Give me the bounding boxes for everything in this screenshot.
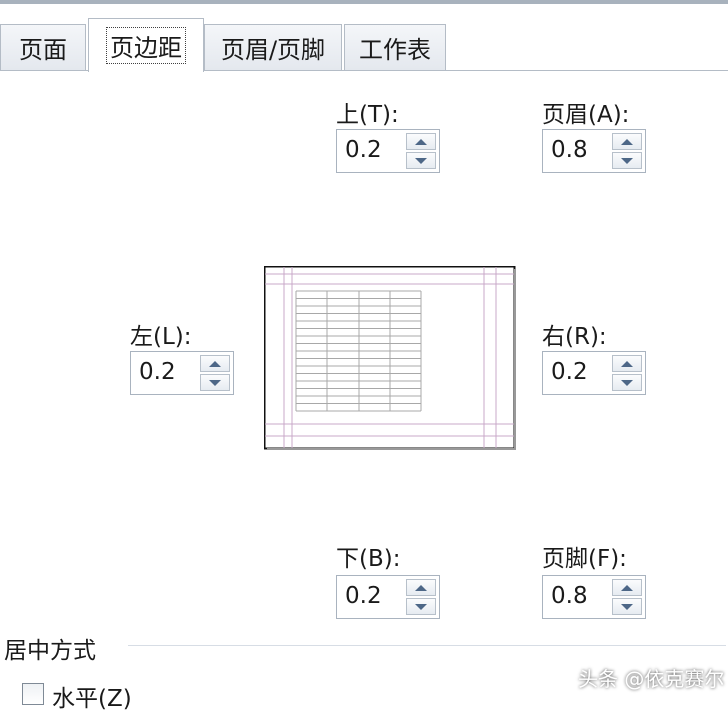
centering-section-title: 居中方式 xyxy=(4,638,96,664)
bottom-margin-decrement-button[interactable] xyxy=(406,598,436,615)
page-preview xyxy=(263,265,516,450)
arrow-up-icon xyxy=(621,138,633,145)
left-margin-increment-button[interactable] xyxy=(200,355,230,372)
tab-margins-label: 页边距 xyxy=(106,27,186,64)
header-margin-increment-button[interactable] xyxy=(612,133,642,150)
footer-margin-decrement-button[interactable] xyxy=(612,598,642,615)
left-margin-decrement-button[interactable] xyxy=(200,374,230,391)
header-margin-label: 页眉(A): xyxy=(542,102,630,128)
bottom-margin-increment-button[interactable] xyxy=(406,579,436,596)
left-margin-label: 左(L): xyxy=(130,324,192,350)
arrow-down-icon xyxy=(415,603,427,610)
tab-header-footer[interactable]: 页眉/页脚 xyxy=(204,24,342,70)
top-margin-increment-button[interactable] xyxy=(406,133,436,150)
arrow-down-icon xyxy=(209,379,221,386)
margins-panel: 上(T): 0.2 页眉(A): 0.8 左(L): 0.2 xyxy=(0,71,728,712)
tab-page[interactable]: 页面 xyxy=(0,24,86,70)
bottom-margin-label: 下(B): xyxy=(336,546,401,572)
watermark-text: 头条 @依克赛尔 xyxy=(578,667,725,691)
tab-sheet[interactable]: 工作表 xyxy=(344,24,446,70)
tab-margins[interactable]: 页边距 xyxy=(88,18,204,72)
arrow-up-icon xyxy=(415,584,427,591)
footer-margin-spinner[interactable]: 0.8 xyxy=(542,575,646,619)
tab-header-footer-label: 页眉/页脚 xyxy=(220,36,326,64)
arrow-up-icon xyxy=(621,584,633,591)
footer-margin-increment-button[interactable] xyxy=(612,579,642,596)
top-margin-decrement-button[interactable] xyxy=(406,152,436,169)
header-margin-value: 0.8 xyxy=(551,137,588,163)
window-top-strip xyxy=(0,0,728,4)
bottom-margin-spinner[interactable]: 0.2 xyxy=(336,575,440,619)
right-margin-value: 0.2 xyxy=(551,359,588,385)
section-divider xyxy=(128,645,726,646)
right-margin-increment-button[interactable] xyxy=(612,355,642,372)
tab-sheet-label: 工作表 xyxy=(359,36,431,64)
left-margin-value: 0.2 xyxy=(139,359,176,385)
header-margin-decrement-button[interactable] xyxy=(612,152,642,169)
horizontal-center-label[interactable]: 水平(Z) xyxy=(52,686,132,712)
arrow-up-icon xyxy=(415,138,427,145)
top-margin-value: 0.2 xyxy=(345,137,382,163)
arrow-down-icon xyxy=(621,157,633,164)
bottom-margin-value: 0.2 xyxy=(345,583,382,609)
left-margin-spinner[interactable]: 0.2 xyxy=(130,351,234,395)
header-margin-spinner[interactable]: 0.8 xyxy=(542,129,646,173)
footer-margin-label: 页脚(F): xyxy=(542,546,627,572)
page-preview-graphic xyxy=(263,265,516,450)
right-margin-decrement-button[interactable] xyxy=(612,374,642,391)
top-margin-label: 上(T): xyxy=(336,102,399,128)
right-margin-spinner[interactable]: 0.2 xyxy=(542,351,646,395)
horizontal-center-checkbox[interactable] xyxy=(22,683,44,705)
arrow-down-icon xyxy=(621,603,633,610)
top-margin-spinner[interactable]: 0.2 xyxy=(336,129,440,173)
tab-page-label: 页面 xyxy=(19,36,67,64)
right-margin-label: 右(R): xyxy=(542,324,607,350)
arrow-down-icon xyxy=(415,157,427,164)
arrow-down-icon xyxy=(621,379,633,386)
tab-divider xyxy=(0,70,728,71)
arrow-up-icon xyxy=(621,360,633,367)
footer-margin-value: 0.8 xyxy=(551,583,588,609)
arrow-up-icon xyxy=(209,360,221,367)
